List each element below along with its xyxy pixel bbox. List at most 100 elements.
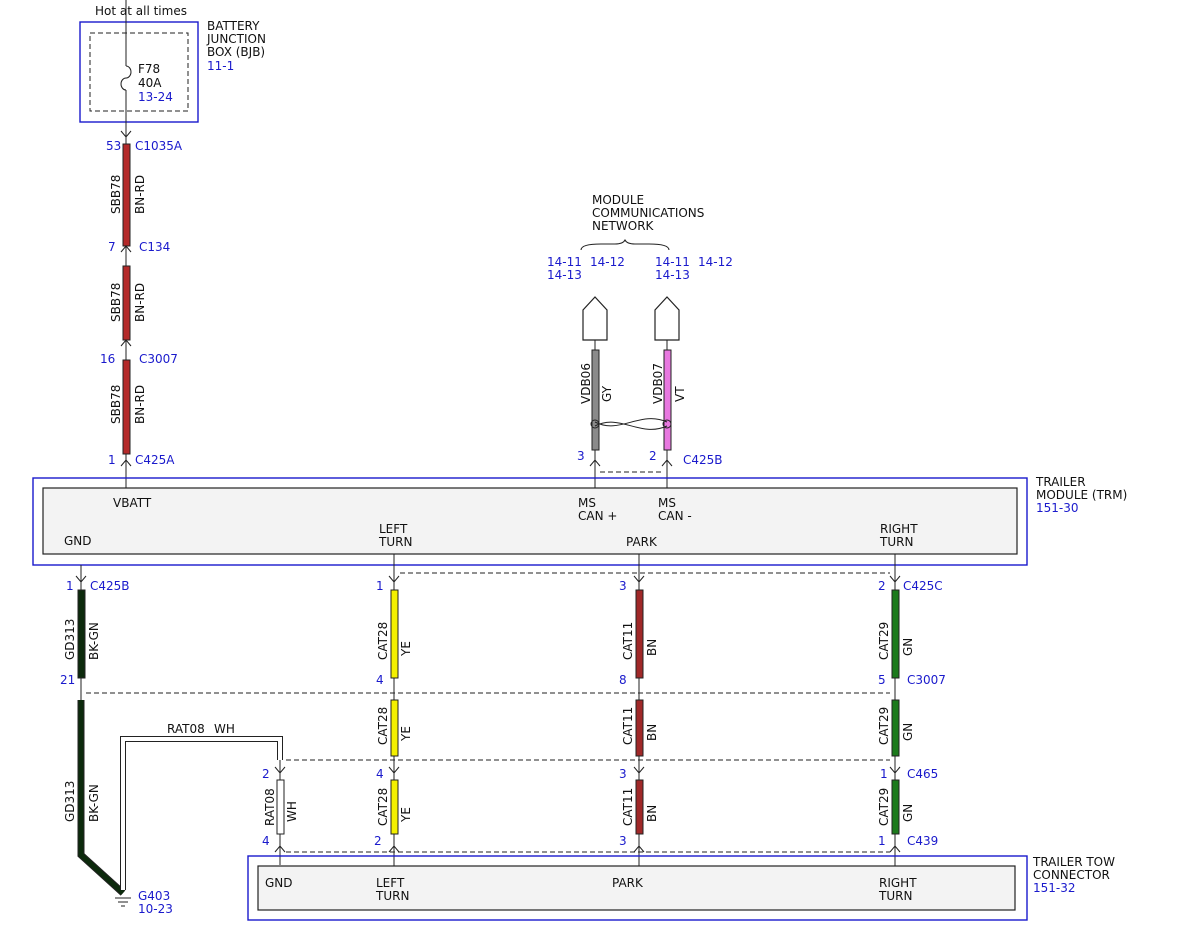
left-turn-pin-1: 1 (376, 579, 384, 593)
bn-label-1: BN (645, 639, 659, 656)
right-turn-wire-cat29: 2 C425C 5 C3007 1 C465 1 C439 CAT29 GN C… (877, 554, 946, 866)
bn-label-3: BN (645, 805, 659, 822)
connector-c134: C134 (139, 240, 170, 254)
network-left-ref-3: 14-12 (590, 255, 625, 269)
fuse-rating: 40A (138, 76, 162, 90)
left-turn-pin-2: 4 (376, 673, 384, 687)
network-right-ref-3: 14-12 (698, 255, 733, 269)
trailer-module: TRAILER MODULE (TRM) 151-30 VBATT MS CAN… (32, 475, 1127, 566)
network-title-line-3: NETWORK (592, 219, 655, 233)
trm-pin-gnd: GND (64, 534, 92, 548)
right-turn-pin-3: 1 (880, 767, 888, 781)
connector-c425b-gnd: C425B (90, 579, 130, 593)
trm-ref: 151-30 (1036, 501, 1079, 515)
pin-53: 53 (106, 139, 121, 153)
network-link-left (582, 296, 608, 341)
pin-16: 16 (100, 352, 115, 366)
pin-1-c425a: 1 (108, 453, 116, 467)
rat08-pin-4: 4 (262, 834, 270, 848)
connector-c425b-can: C425B (683, 453, 723, 467)
connector-c1035a: C1035A (135, 139, 183, 153)
bn-label-2: BN (645, 724, 659, 741)
left-turn-pin-3: 4 (376, 767, 384, 781)
rat08-circuit-label: RAT08 (263, 788, 277, 826)
fuse-ref: 13-24 (138, 90, 173, 104)
sbb78-label-3: SBB78 (109, 385, 123, 424)
trm-outline (32, 477, 1028, 566)
battery-junction-box: Hot at all times F78 40A 13-24 BATTERY J… (79, 0, 266, 136)
ttc-pin-right-turn-2: TURN (878, 889, 912, 903)
connector-lines (86, 572, 890, 853)
trm-pin-left-turn-1: LEFT (379, 522, 408, 536)
ttc-pin-right-turn-1: RIGHT (879, 876, 917, 890)
ye-label-1: YE (399, 641, 413, 657)
trm-pin-ms-can-minus-2: CAN - (658, 509, 692, 523)
vdb07-circuit: VDB07 (651, 363, 665, 404)
ttc-pin-left-turn-1: LEFT (376, 876, 405, 890)
cat11-label-1: CAT11 (621, 622, 635, 660)
gn-label-1: GN (901, 638, 915, 656)
gn-label-3: GN (901, 804, 915, 822)
cat29-label-2: CAT29 (877, 707, 891, 745)
fuse-name: F78 (138, 62, 160, 76)
pin-7: 7 (108, 240, 116, 254)
connector-c425a: C425A (135, 453, 175, 467)
bjb-name-line-1: BATTERY (207, 19, 260, 33)
network-title-line-2: COMMUNICATIONS (592, 206, 704, 220)
bn-rd-label-3: BN-RD (133, 385, 147, 424)
connector-c3007: C3007 (907, 673, 946, 687)
trm-pin-left-turn-2: TURN (378, 535, 412, 549)
bn-rd-label-2: BN-RD (133, 283, 147, 322)
sbb78-label-2: SBB78 (109, 283, 123, 322)
trm-pin-park: PARK (626, 535, 658, 549)
trm-name-line-1: TRAILER (1035, 475, 1086, 489)
bjb-outline (79, 21, 199, 123)
trm-pin-ms-can-minus-1: MS (658, 496, 676, 510)
ttc-pin-gnd: GND (265, 876, 293, 890)
fuse-symbol (120, 65, 132, 91)
rat08-top-color: WH (214, 722, 235, 736)
ttc-outline (247, 855, 1028, 921)
cat28-label-1: CAT28 (376, 622, 390, 660)
bn-rd-label-1: BN-RD (133, 175, 147, 214)
gd313-label-1: GD313 (63, 619, 77, 660)
bjb-name-line-3: BOX (BJB) (207, 45, 265, 59)
park-wire-cat11: 3 8 3 3 CAT11 BN CAT11 BN CAT11 BN (619, 554, 659, 866)
twisted-pair-curve-2 (594, 421, 668, 430)
left-turn-pin-4: 2 (374, 834, 382, 848)
gy-color-code: GY (600, 385, 614, 402)
sbb78-label-1: SBB78 (109, 175, 123, 214)
ttc-name-line-2: CONNECTOR (1033, 868, 1110, 882)
trailer-tow-connector: TRAILER TOW CONNECTOR 151-32 GND LEFT TU… (247, 855, 1115, 921)
right-turn-pin-2: 5 (878, 673, 886, 687)
pin-21: 21 (60, 673, 75, 687)
gn-label-2: GN (901, 723, 915, 741)
connector-c425c: C425C (903, 579, 943, 593)
left-turn-wire-cat28: 1 4 4 2 CAT28 YE CAT28 YE CAT28 YE (374, 554, 413, 866)
bjb-ref: 11-1 (207, 59, 234, 73)
network-brace (580, 238, 670, 251)
trm-pin-ms-can-plus-2: CAN + (578, 509, 617, 523)
network-title-line-1: MODULE (592, 193, 644, 207)
twisted-pair-curve-1 (594, 418, 668, 427)
pin-3-can: 3 (577, 449, 585, 463)
ttc-ref: 151-32 (1033, 881, 1076, 895)
pin-2-can: 2 (649, 449, 657, 463)
trm-pin-right-turn-1: RIGHT (880, 522, 918, 536)
connector-c3007-feed: C3007 (139, 352, 178, 366)
wh-color-label: WH (285, 801, 299, 822)
network-right-ref-2: 14-13 (655, 268, 690, 282)
vt-color-code: VT (673, 386, 687, 402)
trm-body (42, 487, 1018, 555)
bjb-name-line-2: JUNCTION (206, 32, 266, 46)
right-turn-pin-4: 1 (878, 834, 886, 848)
cat29-label-1: CAT29 (877, 622, 891, 660)
network-left-ref-2: 14-13 (547, 268, 582, 282)
ground-symbol (115, 897, 131, 907)
trm-name-line-2: MODULE (TRM) (1036, 488, 1127, 502)
park-pin-2: 8 (619, 673, 627, 687)
network-right-ref-1: 14-11 (655, 255, 690, 269)
trm-pin-right-turn-2: TURN (879, 535, 913, 549)
cat11-label-2: CAT11 (621, 707, 635, 745)
